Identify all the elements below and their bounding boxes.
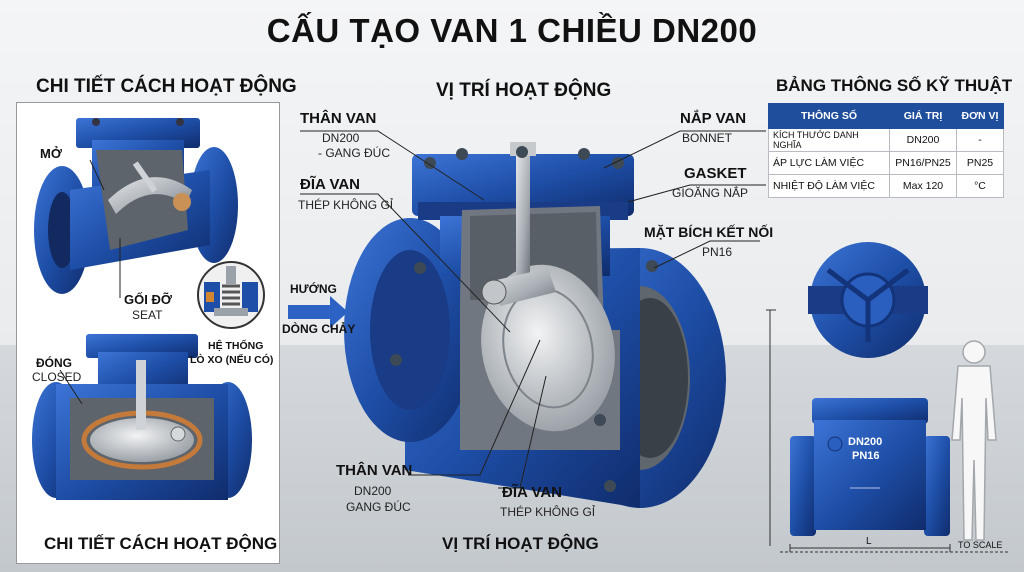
page-title: CẤU TẠO VAN 1 CHIỀU DN200 xyxy=(266,12,758,49)
spring-label-1: HỆ THỐNG xyxy=(208,340,264,352)
body-bottom-sub-1: DN200 xyxy=(354,484,392,498)
flow-arrow-icon xyxy=(288,296,348,328)
spec-table-header-row: THÔNG SỐ GIÁ TRỊ ĐƠN VỊ xyxy=(768,103,1004,129)
spec-cell: PN25 xyxy=(956,151,1004,175)
scale-valve-text-2: PN16 xyxy=(852,450,880,462)
spec-table-heading: BẢNG THÔNG SỐ KỸ THUẬT xyxy=(776,76,1013,95)
disc-sub: THÉP KHÔNG GỈ xyxy=(298,198,394,212)
table-row: KÍCH THƯỚC DANH NGHĨA DN200 - xyxy=(768,128,1004,152)
table-row: NHIỆT ĐỘ LÀM VIỆC Max 120 °C xyxy=(768,174,1004,198)
flange-sub: PN16 xyxy=(702,245,733,259)
spec-cell: KÍCH THƯỚC DANH NGHĨA xyxy=(768,128,890,152)
disc-label: ĐĨA VAN xyxy=(300,176,360,193)
table-row: ÁP LỰC LÀM VIỆC PN16/PN25 PN25 xyxy=(768,151,1004,175)
open-label: MỞ xyxy=(40,146,62,161)
body-sub-1: DN200 xyxy=(322,131,360,145)
scale-label: TO SCALE xyxy=(958,540,1003,550)
left-heading-bottom: CHI TIẾT CÁCH HOẠT ĐỘNG xyxy=(44,534,278,553)
dimension-label: L xyxy=(866,536,872,547)
gasket-label: GASKET xyxy=(684,165,747,182)
gasket-sub: GIOĂNG NẮP xyxy=(672,186,749,200)
left-heading-top: CHI TIẾT CÁCH HOẠT ĐỘNG xyxy=(36,76,297,97)
top-view-valve-illustration xyxy=(808,242,928,358)
bonnet-sub: BONNET xyxy=(682,131,733,145)
spec-table: THÔNG SỐ GIÁ TRỊ ĐƠN VỊ KÍCH THƯỚC DANH … xyxy=(768,103,1004,198)
flange-label: MẶT BÍCH KẾT NỐI xyxy=(644,224,774,240)
leader-lines xyxy=(59,130,766,489)
flow-label-1: HƯỚNG xyxy=(290,282,337,296)
seat-label: GỐI ĐỠ xyxy=(124,292,172,307)
dimension-lines xyxy=(766,309,1010,553)
open-valve-illustration xyxy=(34,118,238,294)
spec-cell: Max 120 xyxy=(889,174,957,198)
body-sub-2: - GANG ĐÚC xyxy=(318,146,390,160)
center-heading-top: VỊ TRÍ HOẠT ĐỘNG xyxy=(436,80,612,101)
spec-col-value: GIÁ TRỊ xyxy=(889,103,957,129)
spec-cell: PN16/PN25 xyxy=(889,151,957,175)
closed-sub-label: CLOSED xyxy=(32,370,82,384)
spec-col-unit: ĐƠN VỊ xyxy=(956,103,1004,129)
scale-valve-text-1: DN200 xyxy=(848,436,883,448)
spring-label-2: LÒ XO (NẾU CÓ) xyxy=(190,354,274,366)
flow-label-2: DÒNG CHẢY xyxy=(282,322,356,336)
spec-cell: ÁP LỰC LÀM VIỆC xyxy=(768,151,890,175)
spec-cell: - xyxy=(956,128,1004,152)
center-heading-bottom: VỊ TRÍ HOẠT ĐỘNG xyxy=(442,534,599,553)
spec-cell: DN200 xyxy=(889,128,957,152)
closed-label: ĐÓNG xyxy=(36,356,72,370)
body-label: THÂN VAN xyxy=(300,110,377,127)
body-bottom-sub-2: GANG ĐÚC xyxy=(346,500,411,514)
spring-inset-illustration xyxy=(197,261,265,329)
spec-col-parameter: THÔNG SỐ xyxy=(768,103,890,129)
main-valve-illustration xyxy=(344,142,726,508)
disc-bottom-sub: THÉP KHÔNG GỈ xyxy=(500,505,596,519)
seat-sub-label: SEAT xyxy=(132,308,163,322)
spec-cell: NHIỆT ĐỘ LÀM VIỆC xyxy=(768,174,890,198)
human-silhouette xyxy=(951,340,997,541)
closed-valve-illustration xyxy=(32,334,252,500)
body-label-bottom: THÂN VAN xyxy=(336,462,413,479)
disc-label-bottom: ĐĨA VAN xyxy=(502,484,562,501)
bonnet-label: NẮP VAN xyxy=(680,110,747,127)
spec-cell: °C xyxy=(956,174,1004,198)
side-view-valve-illustration xyxy=(790,398,950,536)
